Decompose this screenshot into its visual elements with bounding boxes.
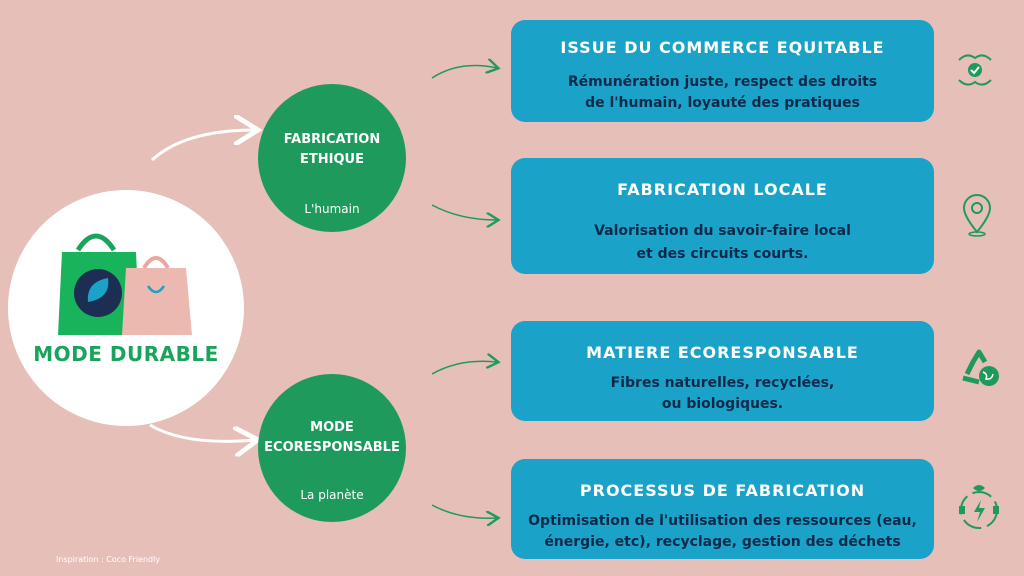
box-title: MATIERE ECORESPONSABLE [511, 343, 934, 362]
box-commerce-equitable: ISSUE DU COMMERCE EQUITABLE Rémunération… [511, 20, 934, 122]
box-desc-line1: Valorisation du savoir-faire local [511, 221, 934, 242]
branch-fabrication-ethique: FABRICATION ETHIQUE L'humain [258, 84, 406, 232]
branch-subtitle: L'humain [258, 202, 406, 216]
arrow-ethique-to-box2 [432, 205, 497, 220]
main-title: MODE DURABLE [8, 342, 244, 366]
box-title: FABRICATION LOCALE [511, 180, 934, 199]
mode-durable-circle: MODE DURABLE [8, 190, 244, 426]
box-desc-line2: de l'humain, loyauté des pratiques [511, 93, 934, 114]
arrow-ethique-to-box1 [432, 66, 497, 78]
box-desc-line2: énergie, etc), recyclage, gestion des dé… [511, 532, 934, 553]
arrow-eco-to-box3 [432, 361, 497, 374]
credit-note: Inspiration : Coco Friendly [56, 555, 160, 564]
box-fabrication-locale: FABRICATION LOCALE Valorisation du savoi… [511, 158, 934, 274]
branch-mode-ecoresponsable: MODE ECORESPONSABLE La planète [258, 374, 406, 522]
eco-energy-icon [955, 482, 1003, 538]
box-desc-line1: Fibres naturelles, recyclées, [511, 373, 934, 394]
shopping-bags-icon [56, 230, 196, 340]
branch-title-line2: ETHIQUE [258, 150, 406, 170]
arrow-eco-to-box4 [432, 505, 497, 518]
branch-title-line1: FABRICATION [258, 130, 406, 150]
box-desc-line2: ou biologiques. [511, 394, 934, 415]
arrow-main-to-ethique [152, 130, 255, 160]
branch-title-line2: ECORESPONSABLE [258, 438, 406, 458]
branch-title-line1: MODE [258, 418, 406, 438]
recycle-globe-icon [955, 344, 1003, 392]
box-title: ISSUE DU COMMERCE EQUITABLE [511, 38, 934, 57]
arrow-main-to-eco [150, 425, 255, 441]
box-matiere-ecoresponsable: MATIERE ECORESPONSABLE Fibres naturelles… [511, 321, 934, 421]
box-desc-line2: et des circuits courts. [511, 244, 934, 265]
fair-trade-hands-icon [955, 46, 995, 94]
location-pin-icon [960, 192, 994, 238]
branch-subtitle: La planète [258, 488, 406, 502]
box-desc-line1: Rémunération juste, respect des droits [511, 72, 934, 93]
box-title: PROCESSUS DE FABRICATION [511, 481, 934, 500]
box-processus-fabrication: PROCESSUS DE FABRICATION Optimisation de… [511, 459, 934, 559]
box-desc-line1: Optimisation de l'utilisation des ressou… [511, 511, 934, 532]
